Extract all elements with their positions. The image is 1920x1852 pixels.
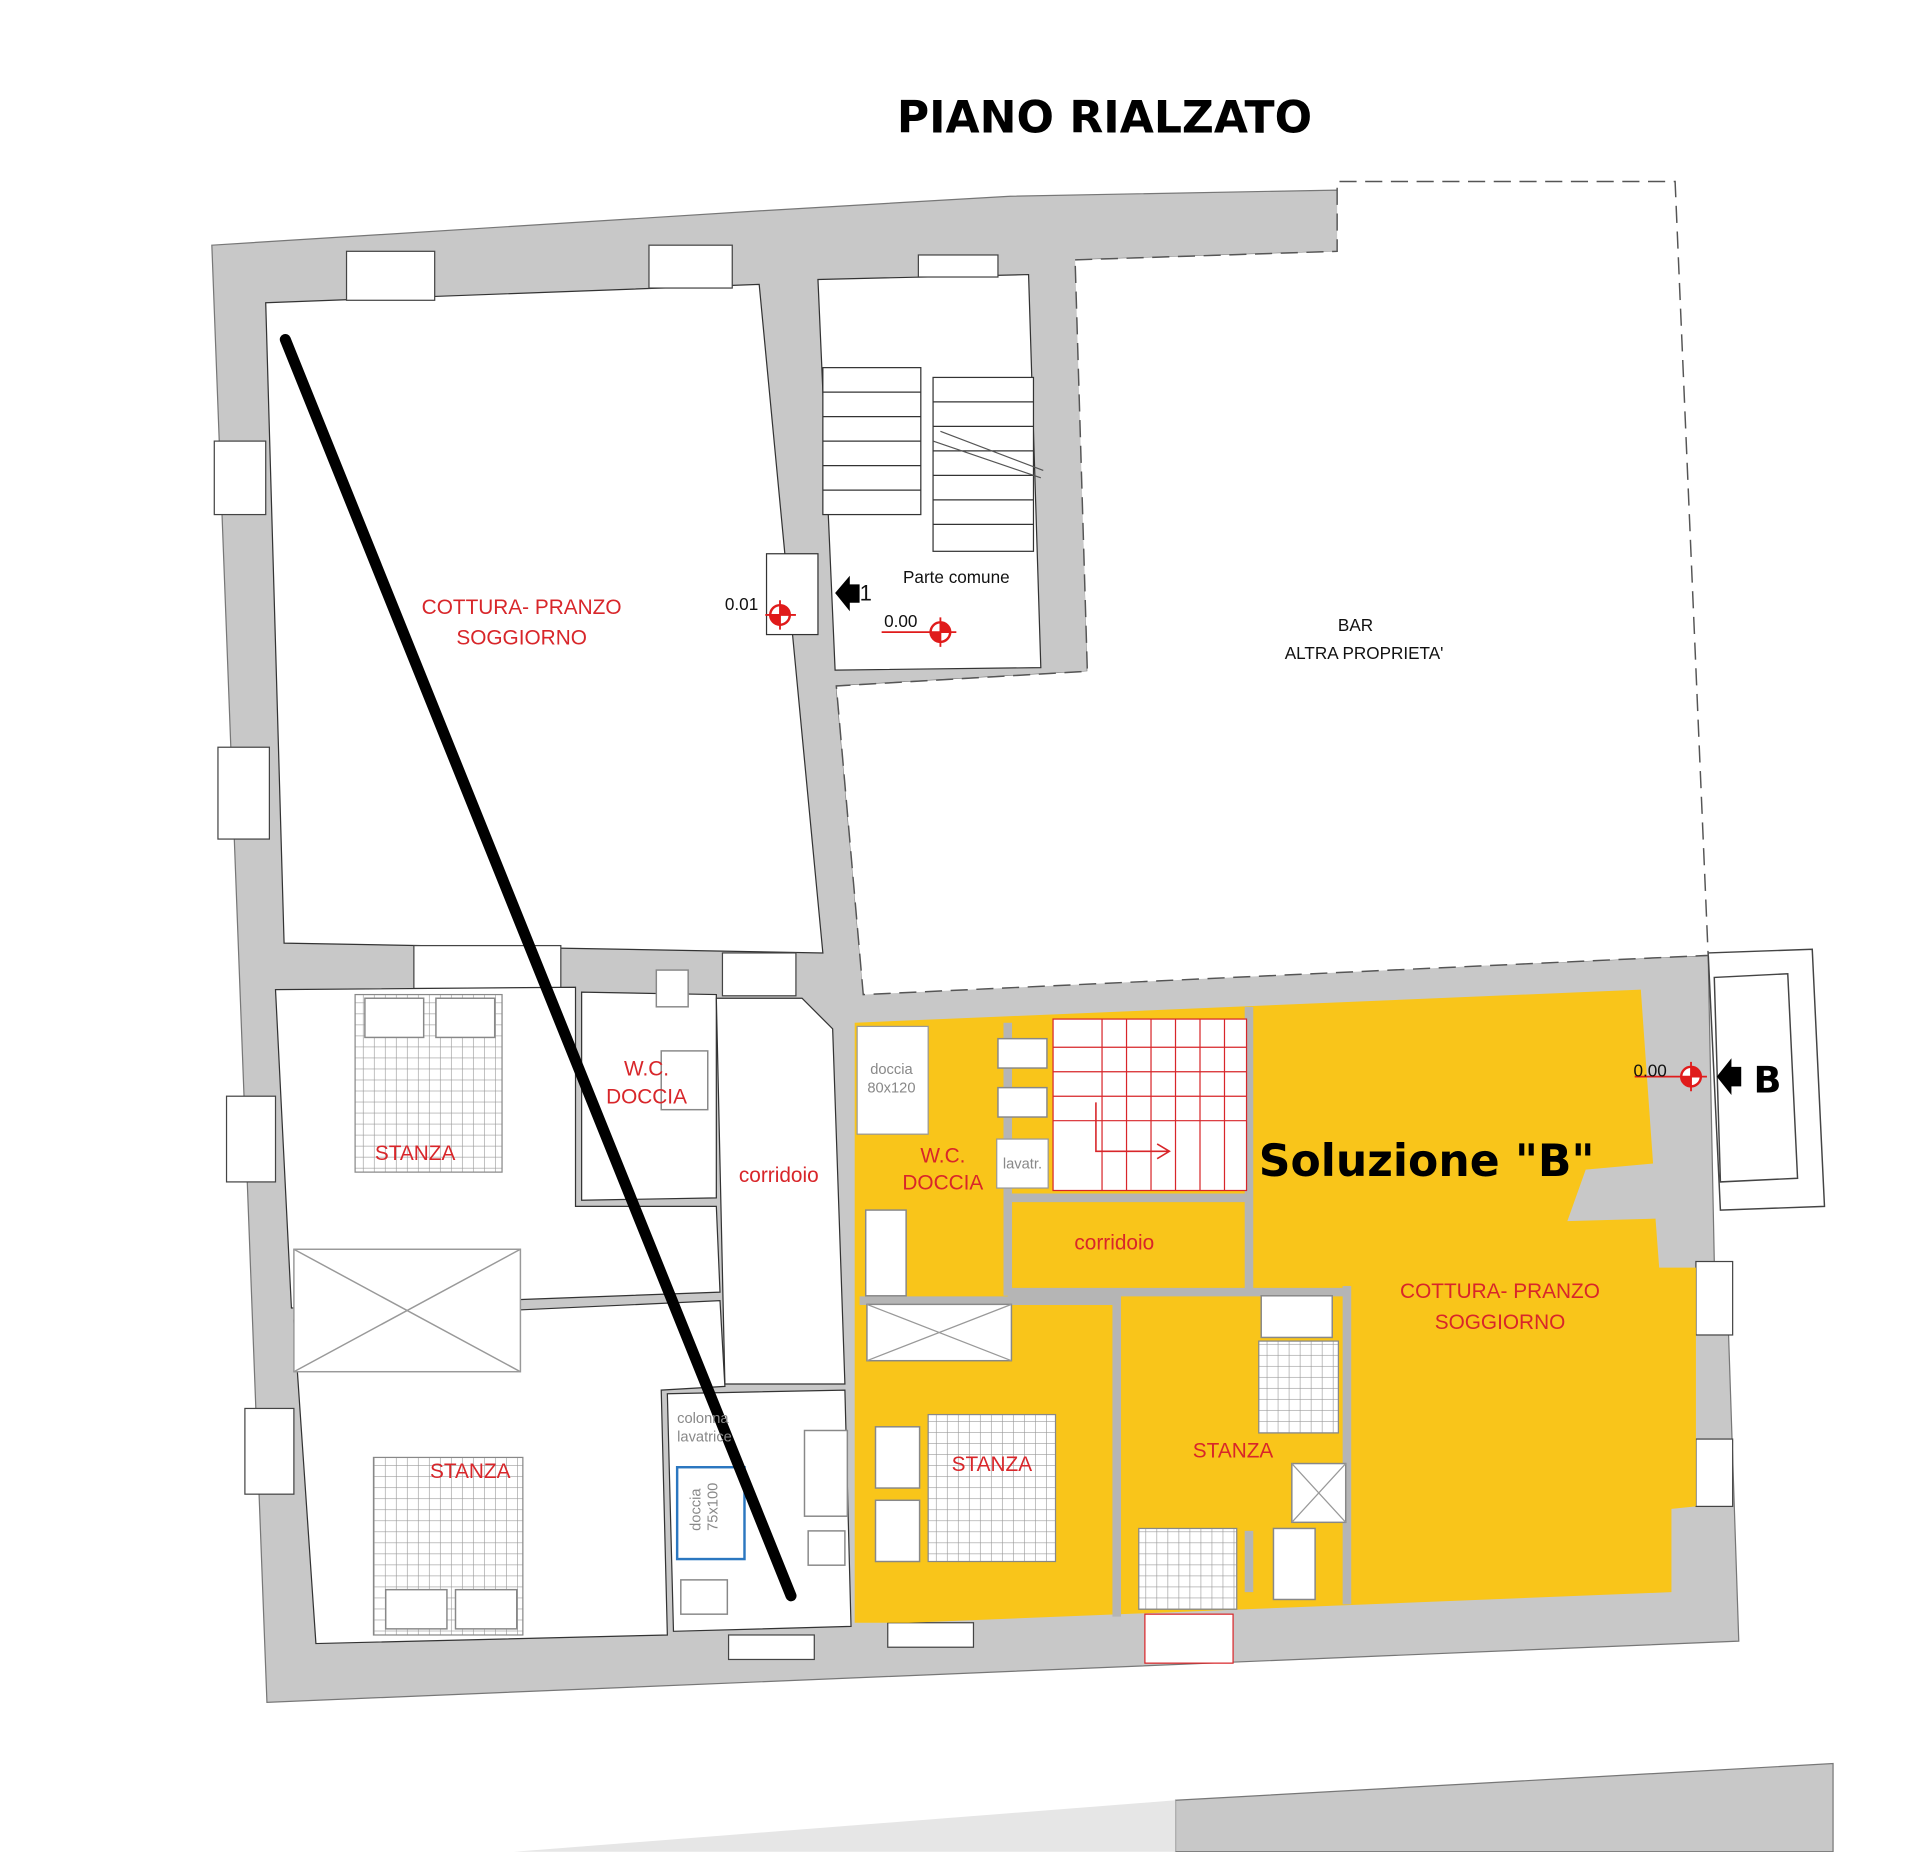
label-b-bedroom-2: STANZA [1193, 1439, 1274, 1462]
label-laundry-column-2: lavatrice [677, 1430, 732, 1446]
label-common-area: Parte comune [903, 567, 1010, 587]
label-left-corridor: corridoio [739, 1164, 819, 1187]
b-shower-box [856, 1025, 929, 1135]
entrance-arrow-icon [835, 575, 860, 612]
label-b-corridor: corridoio [1074, 1231, 1154, 1254]
label-b-shower-2: 80x120 [867, 1081, 915, 1097]
label-upper-kitchen-1: COTTURA- PRANZO [422, 596, 622, 619]
level-marker-icon [765, 600, 796, 630]
label-laundry-column-1: colonna [677, 1411, 729, 1427]
label-left-shower-1: doccia [688, 1488, 704, 1531]
b-window-bottom [1144, 1613, 1234, 1664]
level-marker-icon [1634, 1061, 1707, 1092]
level-entrance-b: 0.00 [1633, 1061, 1666, 1081]
bar-area [835, 180, 1709, 996]
label-b-kitchen-1: COTTURA- PRANZO [1400, 1280, 1600, 1303]
label-left-bedroom-bottom: STANZA [430, 1460, 511, 1483]
wardrobe-left [293, 1248, 522, 1373]
room-upper-kitchen [265, 283, 824, 954]
bed-left-bottom [372, 1456, 524, 1636]
label-left-bedroom-top: STANZA [375, 1142, 456, 1165]
label-b-shower-1: doccia [870, 1062, 913, 1078]
strike-line [279, 333, 797, 1602]
label-upper-kitchen-2: SOGGIORNO [456, 626, 587, 649]
b-staircase [1052, 1018, 1248, 1192]
shower-tray [675, 1466, 746, 1561]
staircase [822, 367, 1044, 552]
label-bar-1: BAR [1338, 615, 1373, 635]
label-left-shower-2: 75x100 [706, 1483, 722, 1531]
entrance-1-label: 1 [860, 580, 872, 605]
label-b-bedroom-1: STANZA [952, 1453, 1033, 1476]
entrance-b-label: B [1753, 1059, 1781, 1102]
plan-title: PIANO RIALZATO [897, 93, 1312, 144]
bed-left-top [354, 993, 503, 1173]
solution-b-label: Soluzione "B" [1259, 1136, 1595, 1187]
entrance-b-porch-inner [1713, 972, 1799, 1183]
adjacent-building-strip [1174, 1762, 1834, 1852]
label-b-wc-2: DOCCIA [902, 1171, 983, 1194]
b-furniture [864, 1037, 1347, 1664]
label-bar-2: ALTRA PROPRIETA' [1285, 643, 1444, 663]
adjacent-building-strip-left [514, 1800, 1176, 1852]
level-common: 0.00 [884, 611, 917, 631]
room-left-corridor [715, 997, 846, 1385]
label-b-wc-1: W.C. [920, 1144, 965, 1167]
entrance-arrow-icon [1716, 1058, 1742, 1095]
label-b-kitchen-2: SOGGIORNO [1435, 1311, 1566, 1334]
left-bath-fixtures [655, 969, 849, 1615]
windows [213, 244, 1734, 1661]
level-entrance-1: 0.01 [725, 594, 758, 614]
b-laundry-box [996, 1138, 1049, 1189]
label-left-wc-1: W.C. [624, 1057, 669, 1080]
label-left-wc-2: DOCCIA [606, 1086, 687, 1109]
level-marker-icon [881, 617, 957, 647]
label-b-laundry: lavatr. [1003, 1156, 1042, 1172]
